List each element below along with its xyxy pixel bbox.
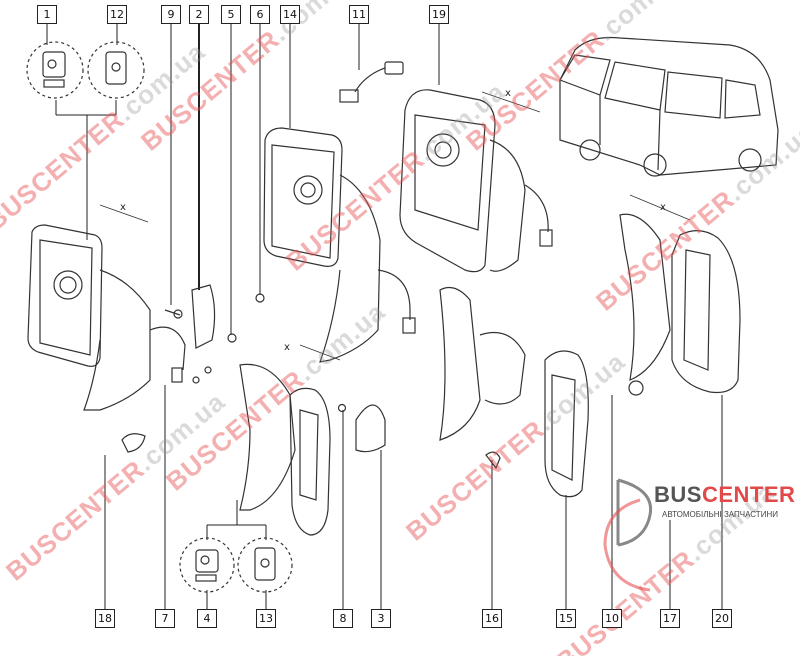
logo-bus: BUS	[654, 482, 702, 507]
mirror-assembly-20	[619, 194, 741, 396]
mirror-assembly-14	[263, 127, 416, 363]
mirror-assembly-3	[239, 363, 386, 536]
callout-3: 3	[371, 609, 391, 628]
mirror-assembly-15	[439, 287, 589, 498]
callout-9: 9	[161, 5, 181, 24]
callout-6: 6	[250, 5, 270, 24]
callout-1: 1	[37, 5, 57, 24]
callout-7: 7	[155, 609, 175, 628]
callout-8: 8	[333, 609, 353, 628]
svg-text:x: x	[660, 202, 666, 213]
logo-brand: BUSCENTER	[654, 482, 795, 508]
leader-lines	[46, 23, 723, 610]
callout-5: 5	[221, 5, 241, 24]
callout-16: 16	[482, 609, 502, 628]
callout-14: 14	[280, 5, 300, 24]
callout-10: 10	[602, 609, 622, 628]
callout-13: 13	[256, 609, 276, 628]
buscenter-logo: BUSCENTER АВТОМОБІЛЬНІ ЗАПЧАСТИНИ	[612, 470, 795, 540]
callout-19: 19	[429, 5, 449, 24]
mirror-assembly-19	[399, 89, 553, 273]
callout-11: 11	[349, 5, 369, 24]
callout-18: 18	[95, 609, 115, 628]
logo-subtitle: АВТОМОБІЛЬНІ ЗАПЧАСТИНИ	[662, 510, 778, 519]
callout-2: 2	[189, 5, 209, 24]
callout-15: 15	[556, 609, 576, 628]
switch-detail-12	[87, 41, 145, 99]
switch-detail-1	[26, 41, 84, 99]
van-illustration	[559, 36, 779, 177]
callout-17: 17	[660, 609, 680, 628]
svg-text:x: x	[284, 342, 290, 353]
connector-11	[339, 61, 404, 103]
svg-text:x: x	[505, 88, 511, 99]
svg-text:x: x	[120, 202, 126, 213]
callout-20: 20	[712, 609, 732, 628]
callout-4: 4	[197, 609, 217, 628]
logo-center: CENTER	[701, 482, 796, 507]
logo-mark	[603, 478, 653, 592]
callout-12: 12	[107, 5, 127, 24]
mirror-assembly-left	[27, 204, 186, 411]
